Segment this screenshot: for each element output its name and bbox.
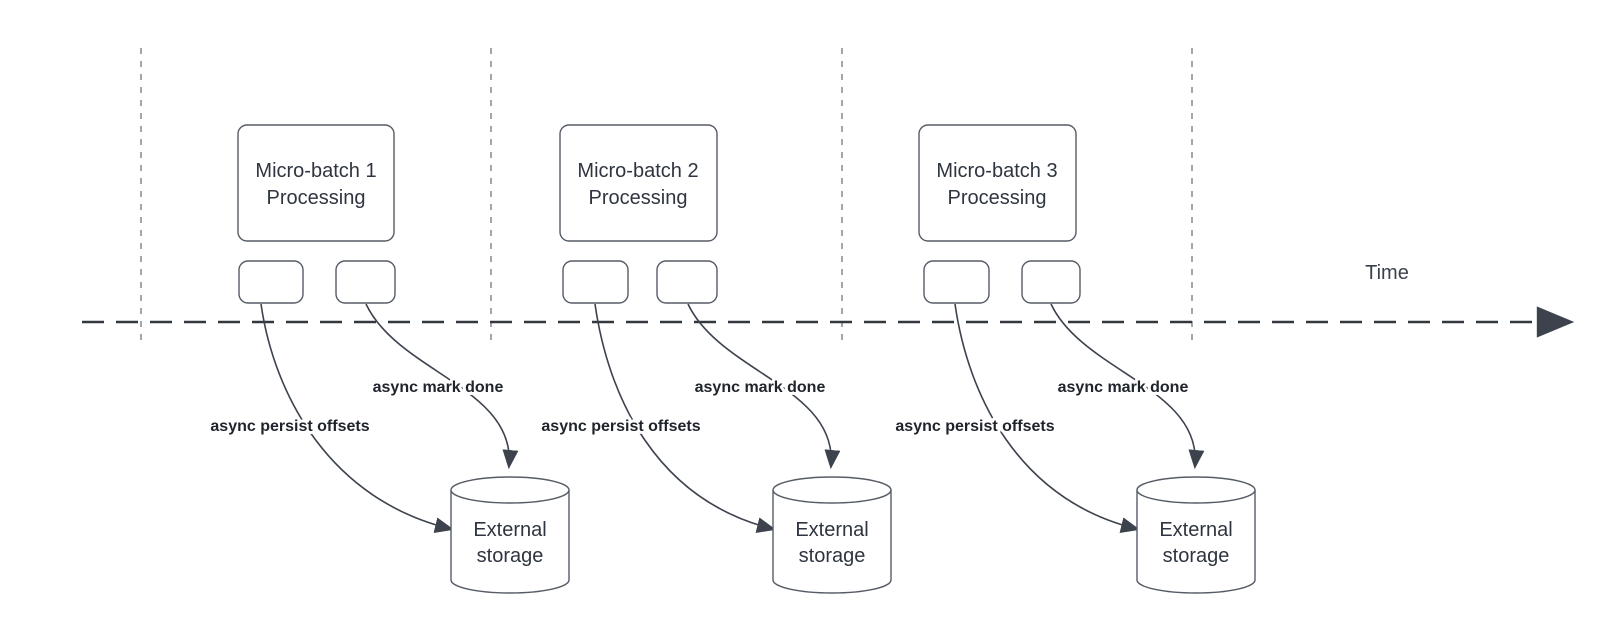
microbatch-title-line1: Micro-batch 1 [255, 160, 376, 182]
cylinder-top [772, 476, 892, 504]
microbatch-title-line1: Micro-batch 3 [936, 160, 1057, 182]
mark-done-label: async mark done [695, 379, 826, 396]
microbatch-title-line2: Processing [267, 187, 366, 209]
storage-label-line1: External [1159, 519, 1232, 541]
microbatch-title-line1: Micro-batch 2 [577, 160, 698, 182]
storage-label-line2: storage [799, 545, 866, 567]
batch-3-group: Micro-batch 3 Processing External storag… [892, 124, 1256, 594]
persist-offsets-arrow [260, 303, 455, 534]
storage-label-line2: storage [477, 545, 544, 567]
microbatch-title-line2: Processing [948, 187, 1047, 209]
commit-task-box [656, 260, 718, 304]
time-axis-label: Time [1365, 262, 1409, 284]
external-storage-cylinder: External storage [450, 476, 570, 594]
storage-label-line1: External [795, 519, 868, 541]
microbatch-processing-box [237, 124, 395, 242]
batch-1-group: Micro-batch 1 Processing External storag… [207, 124, 570, 594]
persist-offsets-label: async persist offsets [895, 418, 1054, 435]
persist-offsets-label: async persist offsets [541, 418, 700, 435]
mark-done-arrow [687, 303, 841, 470]
persist-offsets-arrow [594, 303, 777, 533]
offset-task-box [562, 260, 629, 304]
storage-label-line2: storage [1163, 545, 1230, 567]
commit-task-box [335, 260, 396, 304]
mark-done-arrow [365, 303, 519, 470]
mark-done-arrow [1050, 303, 1205, 470]
microbatch-title-line2: Processing [589, 187, 688, 209]
cylinder-body [1136, 490, 1256, 594]
batch-2-group: Micro-batch 2 Processing External storag… [538, 124, 892, 594]
external-storage-cylinder: External storage [1136, 476, 1256, 594]
persist-offsets-arrow [954, 303, 1141, 533]
external-storage-cylinder: External storage [772, 476, 892, 594]
offset-task-box [923, 260, 990, 304]
commit-task-box [1021, 260, 1081, 304]
mark-done-label: async mark done [373, 379, 504, 396]
cylinder-body [772, 490, 892, 594]
cylinder-top [450, 476, 570, 504]
storage-label-line1: External [473, 519, 546, 541]
microbatch-processing-box [918, 124, 1077, 242]
cylinder-top [1136, 476, 1256, 504]
offset-task-box [238, 260, 304, 304]
cylinder-body [450, 490, 570, 594]
mark-done-label: async mark done [1058, 379, 1189, 396]
microbatch-processing-box [559, 124, 718, 242]
persist-offsets-label: async persist offsets [210, 418, 369, 435]
